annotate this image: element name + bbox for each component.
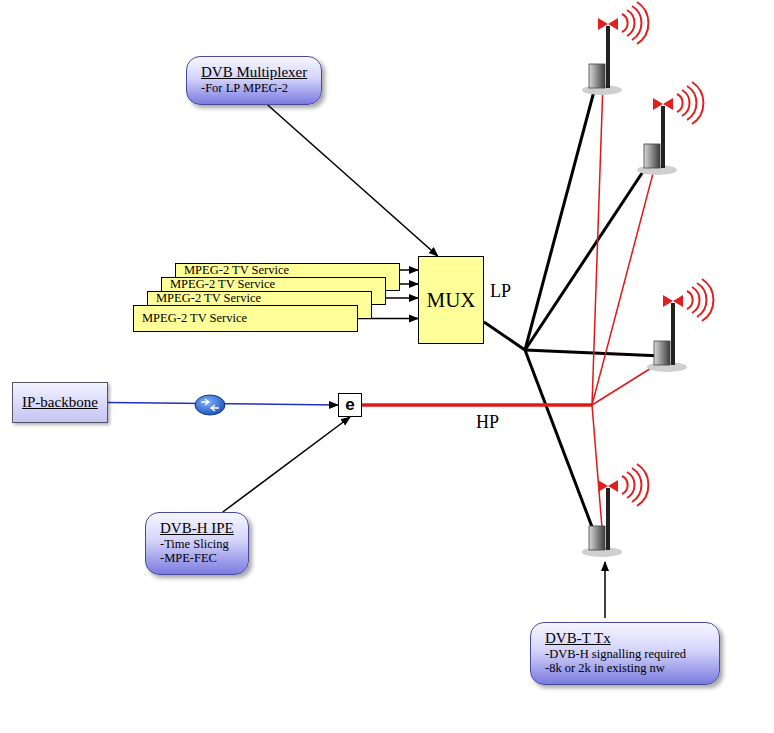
node-title: MPEG-2 TV Service (184, 264, 399, 277)
router-icon (195, 395, 225, 415)
node-title: MPEG-2 TV Service (142, 312, 247, 325)
service-box: MPEG-2 TV Service (133, 305, 358, 332)
node-note: -8k or 2k in existing nw (545, 661, 705, 675)
node-title: DVB Multiplexer (201, 63, 307, 81)
node-title: IP-backbone (22, 394, 98, 411)
connector-arrow (400, 269, 418, 271)
node-note: -DVB-H signalling required (545, 647, 705, 661)
node-title: e (345, 395, 354, 415)
transmitter-tower (647, 279, 713, 372)
transmitter-tower (637, 82, 703, 175)
callout-box: DVB-T Tx-DVB-H signalling required-8k or… (530, 622, 720, 685)
connector-arrow (268, 105, 438, 256)
backbone-box: IP-backbone (12, 382, 108, 423)
transmitter-tower (582, 464, 648, 557)
link-label: LP (490, 281, 511, 302)
node-note: -For LP MPEG-2 (201, 81, 307, 95)
hp-wires (362, 82, 664, 540)
node-title: MPEG-2 TV Service (156, 292, 371, 305)
transmitter-tower (582, 2, 648, 95)
leader-arrow (604, 562, 606, 618)
node-note: -Time Slicing (160, 537, 234, 551)
callout-box: DVB-H IPE-Time Slicing-MPE-FEC (145, 512, 249, 575)
link-label: HP (476, 412, 499, 433)
node-note: -MPE-FEC (160, 551, 234, 565)
encapsulator-box: e (338, 393, 362, 417)
connector-arrow (223, 417, 350, 512)
node-title: DVB-H IPE (160, 519, 234, 537)
callout-box: DVB Multiplexer-For LP MPEG-2 (186, 56, 322, 105)
node-title: MPEG-2 TV Service (170, 278, 385, 291)
node-title: MUX (426, 288, 475, 313)
mux-box: MUX (418, 256, 484, 344)
node-title: DVB-T Tx (545, 629, 705, 647)
